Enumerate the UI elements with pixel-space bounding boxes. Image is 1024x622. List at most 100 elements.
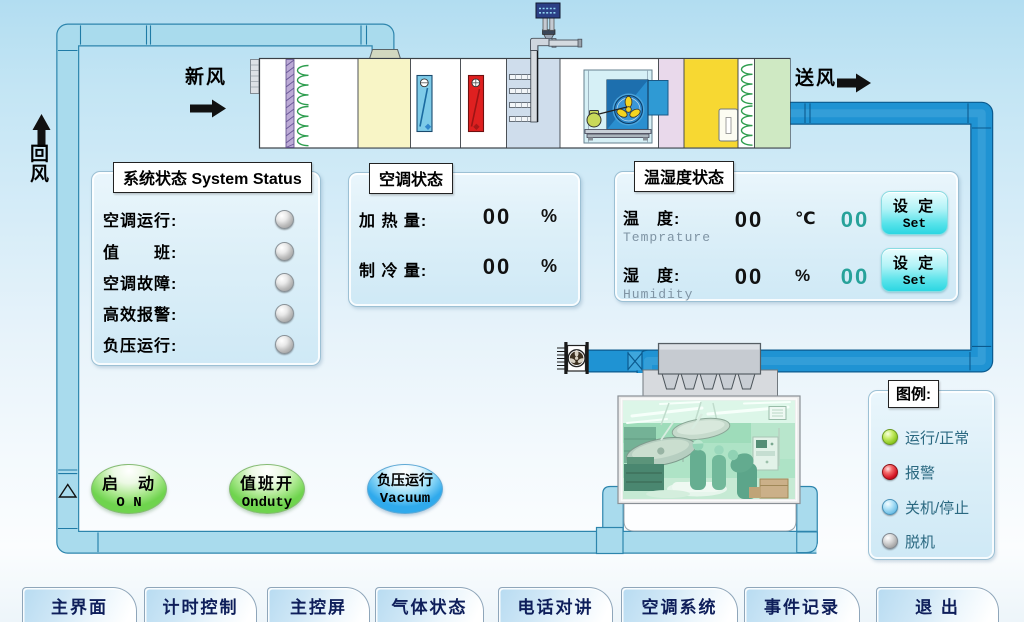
red-led-icon [882,464,898,480]
blue-led-icon [882,499,898,515]
humidifier-spray-icon [509,74,534,122]
status-label: 值 班: [103,245,178,262]
nav-timer-control[interactable]: 计时控制 [144,587,257,622]
ac-status-panel: 空调状态 加 热 量: 00 % 制 冷 量: 00 % [348,163,581,307]
status-led-hepa-alarm [275,303,294,323]
heating-coil-icon [296,64,309,147]
ahu-access-door [718,108,738,142]
vacuum-button-label-en: Vacuum [379,491,431,507]
status-label: 空调故障: [103,276,178,293]
temperature-value: 00 [734,207,764,232]
humidity-unit: % [795,266,811,285]
status-row-on-duty: 值 班: [103,240,294,262]
status-label: 高效报警: [103,307,178,324]
return-damper-icon [58,483,78,498]
status-label: 空调运行: [103,213,178,230]
supply-duct-joints [804,103,992,371]
green-led-icon [882,429,898,445]
humidity-sublabel: Humidity [623,287,694,302]
nav-event-log[interactable]: 事件记录 [744,587,860,622]
humidity-value: 00 [734,264,764,289]
operating-room-photo [623,400,795,499]
legend-title: 图例: [888,380,939,408]
heating-valve-icon [467,74,485,133]
humidity-row: 湿 度: Humidity 00 % 00 [623,262,953,308]
set-button-label-en: Set [902,273,927,288]
return-air-arrow-icon [32,114,51,147]
status-row-ac-fault: 空调故障: [103,271,294,293]
cooling-output-label: 制 冷 量: [359,263,428,280]
system-status-title: 系统状态 System Status [113,162,312,193]
exhaust-fan-icon [557,342,589,374]
heating-output-value: 00 [482,204,512,229]
legend-panel: 图例: 运行/正常 报警 关机/停止 脱机 [868,380,995,560]
nav-master-screen[interactable]: 主控屏 [267,587,370,622]
fresh-air-label: 新风 [185,67,228,88]
reheat-coil-icon [740,63,753,146]
set-button-label-en: Set [902,216,927,231]
temp-humidity-title: 温湿度状态 [634,161,735,192]
supply-duct [588,101,994,373]
heating-output-label: 加 热 量: [359,213,428,230]
temperature-sublabel: Temprature [623,230,712,245]
vacuum-button-label-cn: 负压运行 [377,472,433,488]
supply-fan-icon [583,69,669,144]
supply-flex-connector [627,351,643,371]
humidifier-controller-icon [535,2,561,19]
start-button-label-cn: 启 动 [101,476,156,493]
legend-item-running: 运行/正常 [882,427,969,447]
nav-ac-system[interactable]: 空调系统 [621,587,738,622]
cooling-output-value: 00 [482,254,512,279]
fresh-air-arrow-icon [190,99,226,118]
return-air-label: 回风 [30,144,50,185]
humidity-label: 湿 度: [623,268,681,285]
ac-status-title: 空调状态 [369,163,454,194]
legend-item-alarm: 报警 [882,462,935,482]
supply-air-arrow-icon [837,73,871,93]
nav-intercom[interactable]: 电话对讲 [498,587,613,622]
start-button-label-en: O N [116,495,142,511]
system-status-panel: 系统状态 System Status 空调运行: 值 班: 空调故障: 高效报警… [91,162,321,366]
return-duct-joints [58,25,368,553]
status-row-hepa-alarm: 高效报警: [103,302,294,324]
start-on-button[interactable]: 启 动 O N [91,464,167,514]
nav-gas-status[interactable]: 气体状态 [375,587,484,622]
fan-impeller-icon [616,96,641,118]
status-label: 负压运行: [103,338,178,355]
status-row-ac-running: 空调运行: [103,208,294,230]
return-duct [56,23,818,555]
temperature-set-button[interactable]: 设 定 Set [881,191,948,235]
gray-led-icon [882,533,898,549]
legend-item-stopped: 关机/停止 [882,497,969,517]
supply-air-label: 送风 [795,68,838,89]
legend-label: 运行/正常 [905,429,970,447]
cooling-valve-icon [416,74,433,133]
vacuum-run-button[interactable]: 负压运行 Vacuum [367,464,443,514]
heating-output-unit: % [541,206,558,226]
legend-label: 关机/停止 [905,499,970,517]
temperature-row: 温 度: Temprature 00 ℃ 00 [623,205,953,251]
humidity-setpoint: 00 [840,264,870,289]
legend-item-offline: 脱机 [882,531,935,551]
set-button-label-cn: 设 定 [892,255,937,272]
humidity-set-button[interactable]: 设 定 Set [881,248,948,292]
ahu-outlet-section [754,59,790,148]
onduty-button-label-cn: 值班开 [239,476,294,493]
air-handling-unit [250,57,791,149]
cooling-output-row: 制 冷 量: 00 % [359,254,557,281]
ahu-filter-icon [285,59,295,148]
legend-label: 报警 [905,464,936,482]
onduty-button[interactable]: 值班开 Onduty [229,464,305,514]
heating-output-row: 加 热 量: 00 % [359,204,557,231]
temp-humidity-panel: 温湿度状态 温 度: Temprature 00 ℃ 00 设 定 Set 湿 … [614,161,959,302]
nav-exit[interactable]: 退 出 [876,587,999,622]
nav-main-screen[interactable]: 主界面 [22,587,137,622]
cooling-output-unit: % [541,256,558,276]
set-button-label-cn: 设 定 [892,198,937,215]
temperature-label: 温 度: [623,211,681,228]
status-led-negative-pressure [275,334,294,354]
status-row-negative-pressure: 负压运行: [103,333,294,355]
status-led-on-duty [275,241,294,261]
